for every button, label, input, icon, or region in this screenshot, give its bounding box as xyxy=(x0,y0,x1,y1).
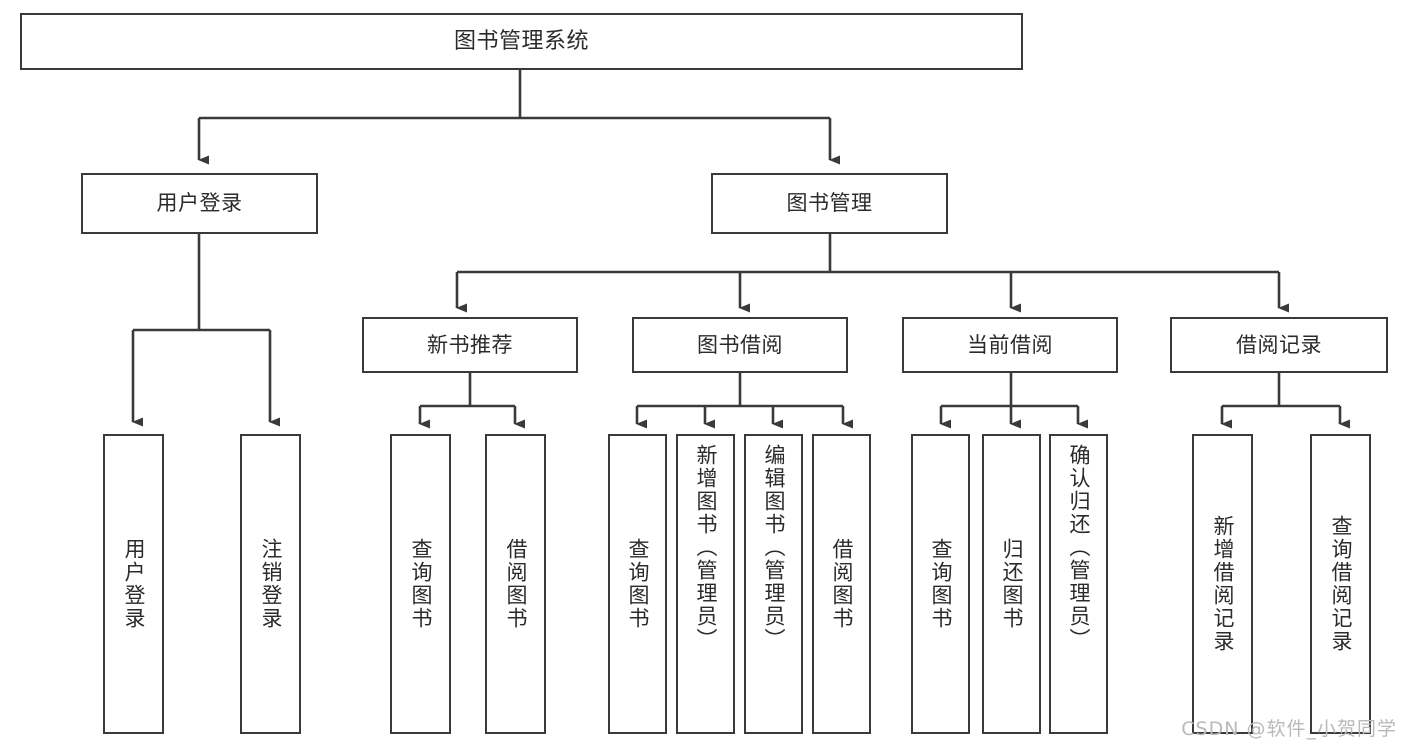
leaf-logout[interactable]: 注销登录 xyxy=(240,434,301,734)
node-label: 新书推荐 xyxy=(427,332,513,357)
leaf-query-book-borrow[interactable]: 查询图书 xyxy=(608,434,667,734)
node-label: 借阅图书 xyxy=(829,538,854,630)
node-user-login[interactable]: 用户登录 xyxy=(81,173,318,234)
node-label: 查询图书 xyxy=(408,538,433,630)
node-label: 新增借阅记录 xyxy=(1210,515,1235,653)
node-new-book-recommend[interactable]: 新书推荐 xyxy=(362,317,578,373)
leaf-user-login[interactable]: 用户登录 xyxy=(103,434,164,734)
node-label: 确认归还（管理员） xyxy=(1066,444,1091,651)
node-label: 借阅记录 xyxy=(1236,332,1322,357)
node-label: 借阅图书 xyxy=(503,538,528,630)
node-label: 用户登录 xyxy=(121,538,146,630)
leaf-query-book-new[interactable]: 查询图书 xyxy=(390,434,451,734)
node-label: 注销登录 xyxy=(258,538,283,630)
leaf-borrow-book[interactable]: 借阅图书 xyxy=(812,434,871,734)
node-label: 查询图书 xyxy=(625,538,650,630)
leaf-query-book-current[interactable]: 查询图书 xyxy=(911,434,970,734)
leaf-confirm-return-admin[interactable]: 确认归还（管理员） xyxy=(1049,434,1108,734)
leaf-borrow-book-new[interactable]: 借阅图书 xyxy=(485,434,546,734)
leaf-query-borrow-record[interactable]: 查询借阅记录 xyxy=(1310,434,1371,734)
node-label: 编辑图书（管理员） xyxy=(761,444,786,651)
node-book-management[interactable]: 图书管理 xyxy=(711,173,948,234)
node-root[interactable]: 图书管理系统 xyxy=(20,13,1023,70)
watermark-text: CSDN @软件_小贺同学 xyxy=(1181,718,1397,740)
node-label: 当前借阅 xyxy=(967,332,1053,357)
node-label: 图书管理 xyxy=(786,191,873,216)
node-borrow-records[interactable]: 借阅记录 xyxy=(1170,317,1388,373)
node-label: 图书管理系统 xyxy=(453,28,589,54)
node-label: 归还图书 xyxy=(999,538,1024,630)
node-label: 查询借阅记录 xyxy=(1328,515,1353,653)
leaf-add-borrow-record[interactable]: 新增借阅记录 xyxy=(1192,434,1253,734)
leaf-return-book[interactable]: 归还图书 xyxy=(982,434,1041,734)
node-label: 用户登录 xyxy=(156,191,243,216)
leaf-add-book-admin[interactable]: 新增图书（管理员） xyxy=(676,434,735,734)
node-current-borrow[interactable]: 当前借阅 xyxy=(902,317,1118,373)
node-label: 图书借阅 xyxy=(697,332,783,357)
node-label: 查询图书 xyxy=(928,538,953,630)
node-book-borrow[interactable]: 图书借阅 xyxy=(632,317,848,373)
leaf-edit-book-admin[interactable]: 编辑图书（管理员） xyxy=(744,434,803,734)
node-label: 新增图书（管理员） xyxy=(693,444,718,651)
